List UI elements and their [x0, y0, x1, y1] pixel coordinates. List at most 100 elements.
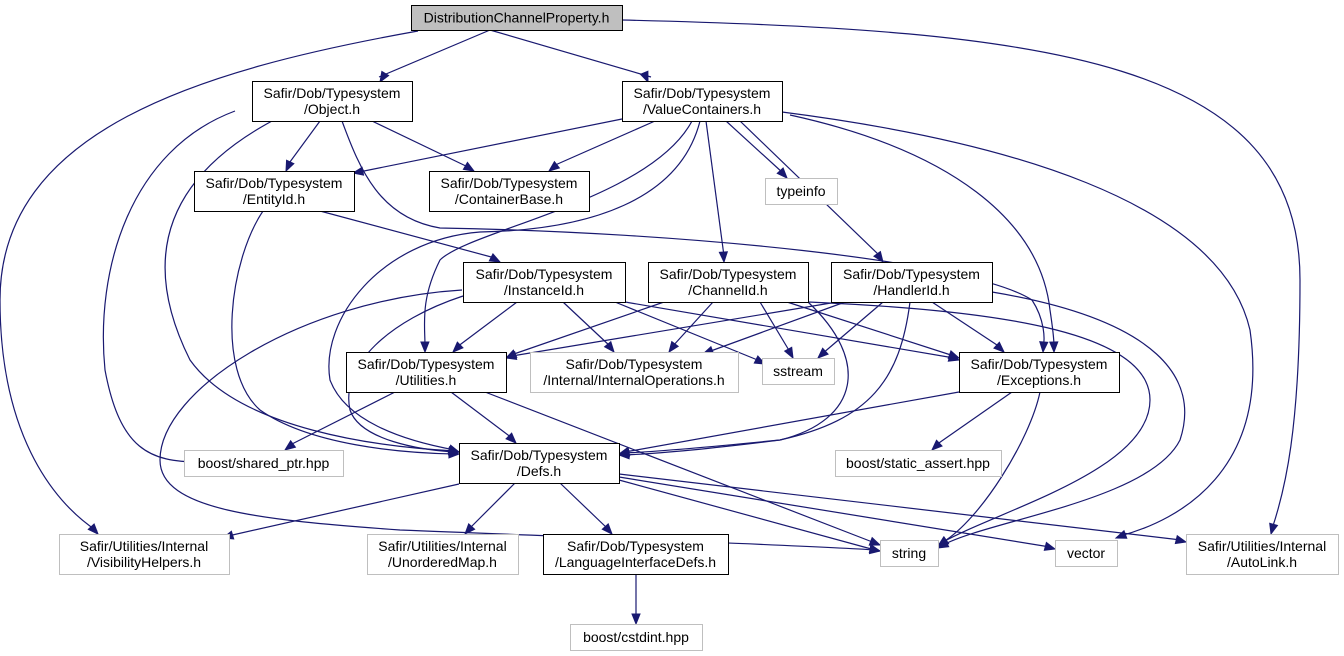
node-root[interactable]: DistributionChannelProperty.h — [411, 5, 623, 31]
node-exceptions[interactable]: Safir/Dob/Typesystem/Exceptions.h — [959, 352, 1120, 393]
arrowhead — [351, 166, 365, 176]
node-unordered: Safir/Utilities/Internal/UnorderedMap.h — [367, 534, 519, 575]
arrowhead — [462, 161, 476, 172]
edge-instanceid-to-string — [159, 289, 882, 555]
edge-object-to-containerbase — [371, 120, 476, 172]
node-box — [570, 624, 703, 651]
edge-root-to-valuecontainers — [489, 29, 652, 84]
arrowhead — [1269, 522, 1279, 536]
edge-root-to-object — [378, 29, 491, 84]
node-box — [835, 450, 1002, 477]
node-box — [59, 534, 230, 575]
node-label-line: /Defs.h — [517, 463, 561, 479]
node-label-line: Safir/Dob/Typesystem — [660, 266, 797, 282]
arrowhead — [1174, 534, 1188, 545]
edge-valuecontainers-to-exceptions — [789, 114, 1059, 354]
node-containerbase[interactable]: Safir/Dob/Typesystem/ContainerBase.h — [429, 171, 590, 212]
edge-instanceid-to-defs — [348, 295, 464, 457]
node-label-line: Safir/Utilities/Internal — [80, 538, 208, 554]
arrowhead — [1043, 541, 1057, 551]
node-label-line: Safir/Dob/Typesystem — [476, 266, 613, 282]
arrowhead — [285, 159, 295, 173]
edge-entityid-to-instanceid — [319, 210, 502, 263]
node-label-line: Safir/Dob/Typesystem — [843, 266, 980, 282]
node-label-line: boost/shared_ptr.hpp — [198, 455, 330, 471]
edge-channelid-to-utilities — [504, 301, 665, 359]
node-label-line: /InstanceId.h — [504, 282, 584, 298]
node-channelid[interactable]: Safir/Dob/Typesystem/ChannelId.h — [648, 262, 809, 303]
node-label-line: /Object.h — [304, 101, 360, 117]
edge-root-to-autolink — [621, 19, 1301, 536]
node-valuecontainers[interactable]: Safir/Dob/Typesystem/ValueContainers.h — [622, 81, 783, 122]
arrowhead — [603, 340, 615, 354]
node-internalops: Safir/Dob/Typesystem/Internal/InternalOp… — [530, 352, 739, 393]
node-label-line: vector — [1067, 545, 1105, 561]
node-label-line: Safir/Utilities/Internal — [378, 538, 506, 554]
node-label-line: typeinfo — [776, 183, 825, 199]
node-box — [411, 5, 623, 31]
node-box — [765, 178, 838, 205]
node-label-line: Safir/Dob/Typesystem — [358, 356, 495, 372]
edge-root-to-visibility — [0, 30, 419, 535]
nodes: DistributionChannelProperty.hSafir/Dob/T… — [59, 5, 1339, 651]
edge-valuecontainers-to-typeinfo — [725, 120, 788, 179]
node-handlerid[interactable]: Safir/Dob/Typesystem/HandlerId.h — [831, 262, 993, 303]
node-vector: vector — [1055, 540, 1118, 567]
edge-langdefs-to-cstdint — [631, 574, 641, 626]
node-label-line: /AutoLink.h — [1227, 554, 1297, 570]
node-sharedptr: boost/shared_ptr.hpp — [184, 450, 344, 477]
arrowhead — [868, 536, 882, 546]
node-label-line: /LanguageInterfaceDefs.h — [555, 554, 716, 570]
edge-exceptions-to-staticassert — [931, 391, 1013, 451]
node-label-line: Safir/Dob/Typesystem — [634, 85, 771, 101]
arrowhead — [448, 446, 461, 457]
node-utilities[interactable]: Safir/Dob/Typesystem/Utilities.h — [346, 352, 507, 393]
node-box — [346, 352, 507, 393]
node-label-line: Safir/Dob/Typesystem — [206, 175, 343, 191]
node-box — [648, 262, 809, 303]
node-box — [762, 358, 835, 385]
arrowhead — [505, 432, 517, 444]
arrowhead — [283, 439, 297, 451]
node-box — [1186, 534, 1339, 575]
node-instanceid[interactable]: Safir/Dob/Typesystem/InstanceId.h — [463, 262, 626, 303]
arrowhead — [776, 167, 788, 179]
node-label-line: Safir/Utilities/Internal — [1198, 538, 1326, 554]
node-staticassert: boost/static_assert.hpp — [835, 450, 1002, 477]
edge-valuecontainers-to-channelid — [705, 120, 729, 264]
edge-defs-to-string — [618, 479, 882, 554]
node-defs[interactable]: Safir/Dob/Typesystem/Defs.h — [459, 443, 620, 484]
arrowhead — [783, 346, 794, 360]
node-box — [622, 81, 783, 122]
edge-channelid-to-internalops — [668, 301, 714, 354]
edge-instanceid-to-utilities — [452, 301, 518, 353]
node-cstdint: boost/cstdint.hpp — [570, 624, 703, 651]
arrowhead — [631, 613, 641, 626]
node-label-line: Safir/Dob/Typesystem — [567, 538, 704, 554]
node-label-line: /Internal/InternalOperations.h — [543, 372, 724, 388]
node-label-line: /ValueContainers.h — [643, 101, 761, 117]
arrowhead — [1114, 529, 1128, 539]
node-string: string — [880, 540, 939, 567]
node-box — [543, 534, 729, 575]
node-object[interactable]: Safir/Dob/Typesystem/Object.h — [252, 81, 413, 122]
node-box — [252, 81, 413, 122]
edge-valuecontainers-to-utilities — [420, 120, 693, 354]
arrowhead — [87, 523, 99, 535]
node-sstream: sstream — [762, 358, 835, 385]
node-entityid[interactable]: Safir/Dob/Typesystem/EntityId.h — [194, 171, 355, 212]
node-label-line: boost/static_assert.hpp — [846, 455, 990, 471]
arrowhead — [931, 439, 943, 451]
node-typeinfo: typeinfo — [765, 178, 838, 205]
arrowhead — [1049, 341, 1059, 354]
edge-handlerid-to-internalops — [701, 301, 846, 355]
node-box — [429, 171, 590, 212]
edge-handlerid-to-sstream — [817, 301, 884, 359]
node-langdefs[interactable]: Safir/Dob/Typesystem/LanguageInterfaceDe… — [543, 534, 729, 575]
node-label-line: Safir/Dob/Typesystem — [471, 447, 608, 463]
edge-defs-to-autolink — [618, 473, 1188, 545]
node-label-line: /Utilities.h — [396, 372, 457, 388]
node-label-line: DistributionChannelProperty.h — [424, 10, 610, 26]
arrowhead — [947, 349, 961, 359]
